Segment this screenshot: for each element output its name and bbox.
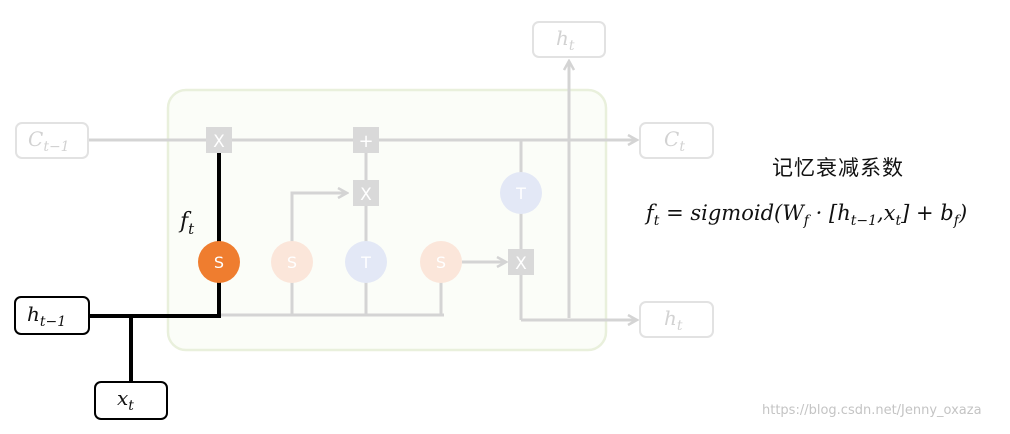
output-sigmoid-label: S xyxy=(436,253,446,272)
cell-tanh-label: T xyxy=(515,184,526,203)
h-out-top-box xyxy=(532,21,606,58)
c-next-box xyxy=(639,122,714,159)
c-next-label: Ct xyxy=(664,127,685,155)
input-gate-path xyxy=(290,193,346,262)
title: 记忆衰减系数 xyxy=(772,156,904,180)
x-in-label: xt xyxy=(117,386,134,414)
candidate-tanh-label: T xyxy=(360,253,371,272)
forget-sigmoid-gate xyxy=(198,241,240,283)
forget-multiply-gate xyxy=(206,127,232,153)
c-prev-label: Ct−1 xyxy=(28,127,70,155)
output-multiply-gate xyxy=(508,249,534,275)
c-prev-box xyxy=(15,122,89,159)
output-multiply-label: X xyxy=(515,254,527,274)
h-prev-box xyxy=(14,296,90,335)
h-prev-label: ht−1 xyxy=(27,302,66,330)
input-sigmoid-gate xyxy=(271,241,313,283)
cell-add-gate xyxy=(353,127,379,153)
input-multiply-gate xyxy=(353,180,379,206)
cell-add-label: + xyxy=(358,131,373,152)
watermark: https://blog.csdn.net/Jenny_oxaza xyxy=(762,403,982,418)
cell-tanh-gate xyxy=(500,172,542,214)
h-out-top-label: ht xyxy=(556,26,575,54)
forget-gate-formula: ft = sigmoid(Wf · [ht−1,xt] + bf) xyxy=(646,201,968,230)
lstm-cell-box xyxy=(166,88,608,352)
forget-multiply-label: X xyxy=(213,132,225,152)
input-multiply-label: X xyxy=(360,185,372,205)
candidate-tanh-gate xyxy=(345,241,387,283)
h-out-right-label: ht xyxy=(664,306,683,334)
output-sigmoid-gate xyxy=(420,241,462,283)
h-out-right-box xyxy=(639,301,714,338)
forget-sigmoid-label: S xyxy=(214,253,224,272)
x-in-box xyxy=(94,381,168,420)
input-sigmoid-label: S xyxy=(287,253,297,272)
